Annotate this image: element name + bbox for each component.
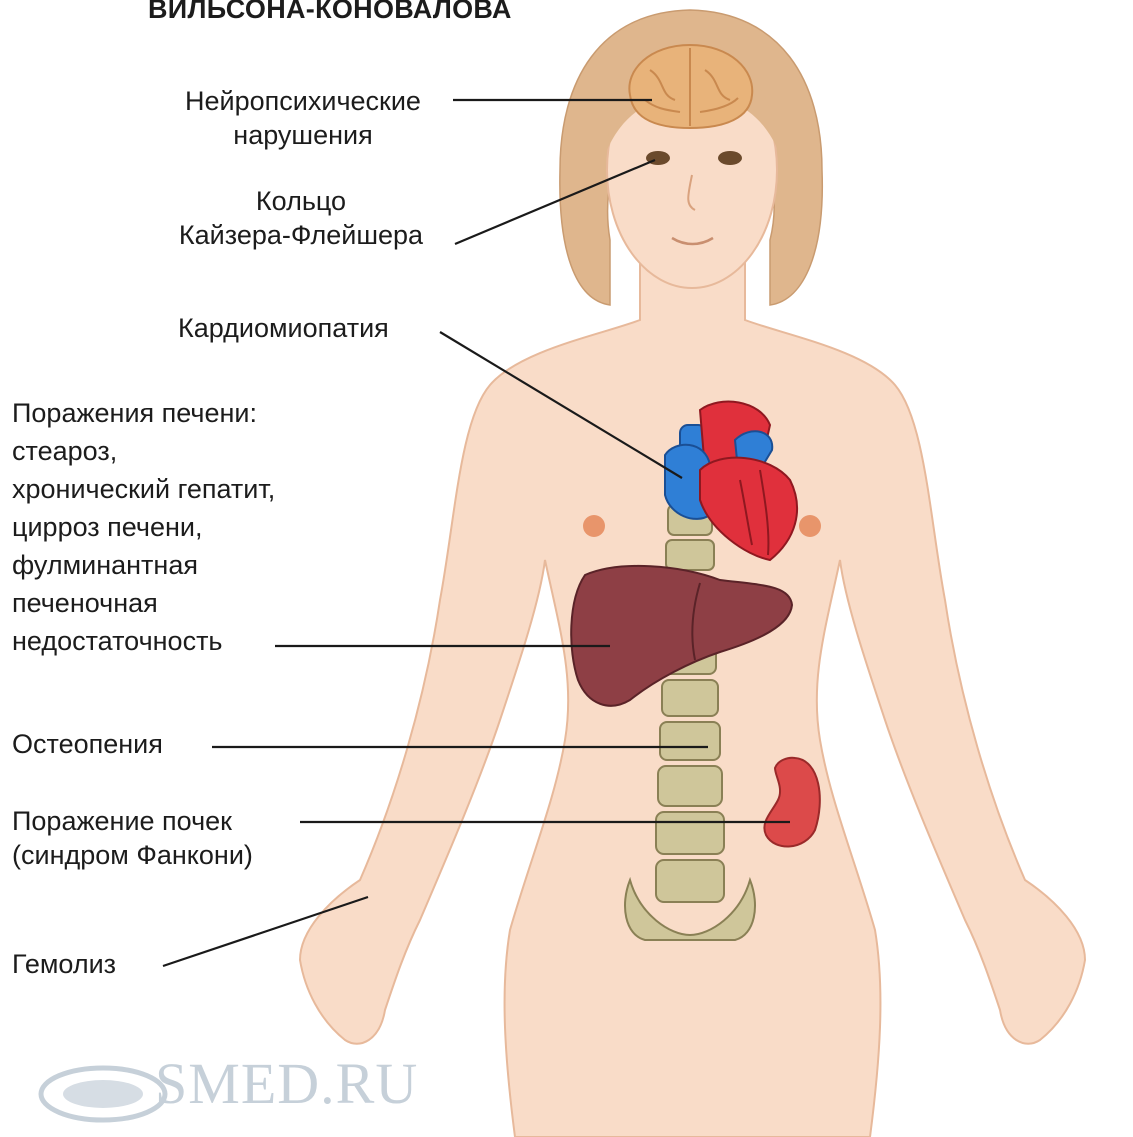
- label-kidney-line1: Поражение почек: [12, 804, 253, 838]
- label-kidney-line2: (синдром Фанкони): [12, 838, 253, 872]
- label-ring: Кольцо Кайзера-Флейшера: [153, 184, 449, 252]
- left-nipple: [583, 515, 605, 537]
- label-kidney: Поражение почек (синдром Фанкони): [12, 804, 253, 872]
- label-neuro: Нейропсихические нарушения: [160, 84, 446, 152]
- label-liver-line5: фулминантная: [12, 546, 275, 584]
- label-liver-line1: Поражения печени:: [12, 394, 275, 432]
- label-liver: Поражения печени: стеароз, хронический г…: [12, 394, 275, 660]
- label-liver-line6: печеночная: [12, 584, 275, 622]
- label-liver-line3: хронический гепатит,: [12, 470, 275, 508]
- label-neuro-line1: Нейропсихические: [160, 84, 446, 118]
- label-ring-line2: Кайзера-Флейшера: [153, 218, 449, 252]
- label-liver-line4: цирроз печени,: [12, 508, 275, 546]
- label-neuro-line2: нарушения: [160, 118, 446, 152]
- label-hemolysis: Гемолиз: [12, 947, 116, 981]
- label-osteo: Остеопения: [12, 727, 163, 761]
- label-cardio: Кардиомиопатия: [178, 311, 389, 345]
- brain-illustration: [629, 45, 752, 128]
- right-nipple: [799, 515, 821, 537]
- label-liver-line7: недостаточность: [12, 622, 275, 660]
- watermark-text: SMED.RU: [155, 1050, 418, 1117]
- label-ring-line1: Кольцо: [153, 184, 449, 218]
- right-eye: [718, 151, 742, 165]
- label-liver-line2: стеароз,: [12, 432, 275, 470]
- diagram-title: ВИЛЬСОНА-КОНОВАЛОВА: [148, 0, 512, 25]
